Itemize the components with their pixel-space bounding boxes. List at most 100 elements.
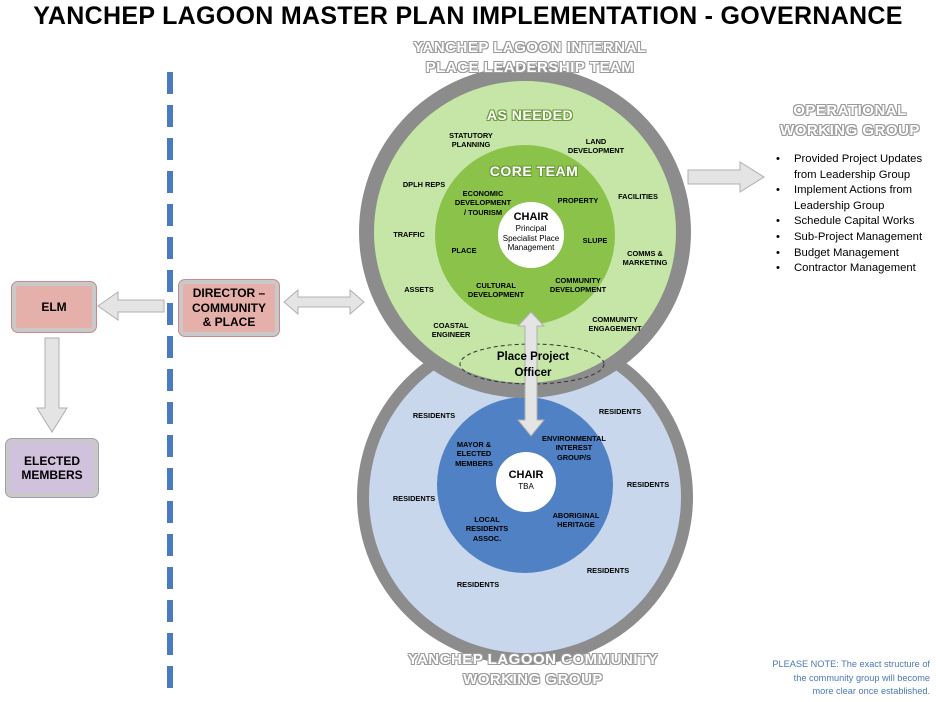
econ-line2: DEVELOPMENT — [454, 198, 512, 208]
operational-item: Budget Management — [776, 246, 936, 262]
local-line1: LOCAL — [474, 515, 500, 524]
leadership-operational-arrow — [687, 161, 765, 193]
elected-members-box: ELECTED MEMBERS — [6, 439, 98, 497]
local-line3: ASSOC. — [472, 533, 502, 543]
econ-line3: / TOURISM — [463, 207, 503, 217]
director-elm-arrow — [97, 291, 165, 321]
mayor-line1: MAYOR & — [456, 440, 492, 449]
env-line3: GROUP/S — [556, 452, 592, 462]
vertical-double-arrow — [516, 311, 546, 437]
coastal-line1: COASTAL — [433, 321, 469, 330]
residents-label-6: RESIDENTS — [456, 580, 500, 589]
slupe-label: SLUPE — [582, 236, 608, 245]
comms-line2: MARKETING — [622, 258, 668, 268]
community-line1: COMMUNITY — [555, 276, 601, 285]
leadership-chair-line1: Principal — [515, 224, 547, 234]
elm-elected-arrow — [36, 337, 68, 433]
residents-label-4: RESIDENTS — [626, 480, 670, 489]
aboriginal-line1: ABORIGINAL — [552, 511, 600, 520]
director-leadership-arrow — [283, 288, 365, 316]
comm-eng-line2: ENGAGEMENT — [588, 324, 642, 334]
leadership-heading: YANCHEP LAGOON INTERNAL PLACE LEADERSHIP… — [380, 38, 680, 79]
statutory-line2: PLANNING — [451, 140, 491, 150]
operational-heading-line1: OPERATIONAL — [793, 102, 907, 119]
community-line2: DEVELOPMENT — [549, 285, 607, 295]
community-chair-circle — [496, 452, 556, 512]
operational-list: Provided Project Updates from Leadership… — [776, 152, 936, 277]
operational-item: Contractor Management — [776, 261, 936, 277]
operational-item: Implement Actions from Leadership Group — [776, 183, 936, 214]
mayor-line3: MEMBERS — [455, 458, 493, 468]
director-line3: & PLACE — [202, 315, 256, 330]
elm-box: ELM — [12, 282, 96, 332]
director-line1: DIRECTOR – — [192, 286, 266, 301]
coastal-engineer-label: COASTAL ENGINEER — [420, 321, 482, 340]
community-chair-title: CHAIR — [508, 469, 544, 481]
page-title: YANCHEP LAGOON MASTER PLAN IMPLEMENTATIO… — [33, 2, 903, 30]
land-line1: LAND — [585, 137, 607, 146]
elected-line1: ELECTED — [23, 453, 80, 468]
residents-label-1: RESIDENTS — [412, 411, 456, 420]
community-heading-line1: YANCHEP LAGOON COMMUNITY — [407, 651, 659, 668]
residents-label-5: RESIDENTS — [586, 566, 630, 575]
leadership-heading-line2: PLACE LEADERSHIP TEAM — [425, 59, 635, 77]
land-development-label: LAND DEVELOPMENT — [560, 137, 632, 156]
cultural-line2: DEVELOPMENT — [467, 290, 525, 300]
cultural-line1: CULTURAL — [476, 281, 516, 290]
statutory-line1: STATUTORY — [449, 131, 493, 140]
comms-marketing-label: COMMS & MARKETING — [614, 249, 676, 268]
core-team-label: CORE TEAM — [489, 163, 579, 179]
operational-item: Schedule Capital Works — [776, 214, 936, 230]
leadership-chair-line2: Specialist Place — [502, 233, 560, 243]
community-heading-line2: WORKING GROUP — [463, 671, 603, 689]
elm-label: ELM — [41, 299, 67, 314]
place-label: PLACE — [451, 246, 477, 255]
place-officer-line2: Officer — [514, 366, 552, 379]
as-needed-label: AS NEEDED — [486, 107, 574, 123]
land-line2: DEVELOPMENT — [567, 146, 625, 156]
elected-line2: MEMBERS — [21, 468, 83, 482]
environmental-interest-label: ENVIRONMENTAL INTEREST GROUP/S — [536, 434, 612, 462]
please-note: PLEASE NOTE: The exact structure of the … — [742, 658, 930, 699]
econ-line1: ECONOMIC — [462, 189, 504, 198]
operational-item: Provided Project Updates from Leadership… — [776, 152, 936, 183]
director-box: DIRECTOR – COMMUNITY & PLACE — [179, 280, 279, 336]
mayor-elected-members-label: MAYOR & ELECTED MEMBERS — [444, 440, 504, 468]
operational-item: Sub-Project Management — [776, 230, 936, 246]
community-development-label: COMMUNITY DEVELOPMENT — [542, 276, 614, 295]
dplh-reps-label: DPLH REPS — [402, 180, 446, 189]
leadership-chair-line3: Management — [507, 243, 555, 253]
note-line1: PLEASE NOTE: The exact structure of — [772, 659, 930, 669]
leadership-chair: CHAIR Principal Specialist Place Managem… — [497, 211, 565, 253]
traffic-label: TRAFFIC — [393, 230, 425, 239]
local-line2: RESIDENTS — [465, 524, 509, 534]
community-chair-sub: TBA — [518, 482, 534, 492]
community-heading: YANCHEP LAGOON COMMUNITY WORKING GROUP — [380, 650, 686, 691]
env-line2: INTEREST — [555, 443, 593, 453]
leadership-heading-line1: YANCHEP LAGOON INTERNAL — [413, 39, 647, 56]
operational-heading-line2: WORKING GROUP — [780, 122, 920, 140]
community-engagement-label: COMMUNITY ENGAGEMENT — [580, 315, 650, 334]
comm-eng-line1: COMMUNITY — [592, 315, 638, 324]
mayor-line2: ELECTED — [456, 449, 492, 459]
leadership-chair-circle — [496, 200, 566, 270]
local-residents-assoc-label: LOCAL RESIDENTS ASSOC. — [456, 515, 518, 543]
comms-line1: COMMS & — [627, 249, 663, 258]
coastal-line2: ENGINEER — [431, 330, 471, 340]
note-line3: more clear once established. — [812, 686, 930, 696]
property-label: PROPERTY — [557, 196, 599, 205]
note-line2: the community group will become — [793, 672, 930, 683]
aboriginal-line2: HERITAGE — [557, 520, 595, 530]
place-project-officer: Place Project Officer — [478, 350, 588, 381]
statutory-planning-label: STATUTORY PLANNING — [436, 131, 506, 150]
leadership-chair-title: CHAIR — [513, 211, 549, 223]
place-officer-line1: Place Project — [496, 351, 570, 363]
community-chair: CHAIR TBA — [496, 469, 556, 492]
operational-heading: OPERATIONAL WORKING GROUP — [770, 101, 930, 142]
facilities-label: FACILITIES — [618, 192, 658, 201]
assets-label: ASSETS — [404, 285, 434, 294]
director-line2: COMMUNITY — [192, 300, 266, 315]
env-line1: ENVIRONMENTAL — [542, 434, 606, 443]
economic-development-label: ECONOMIC DEVELOPMENT / TOURISM — [448, 189, 518, 217]
